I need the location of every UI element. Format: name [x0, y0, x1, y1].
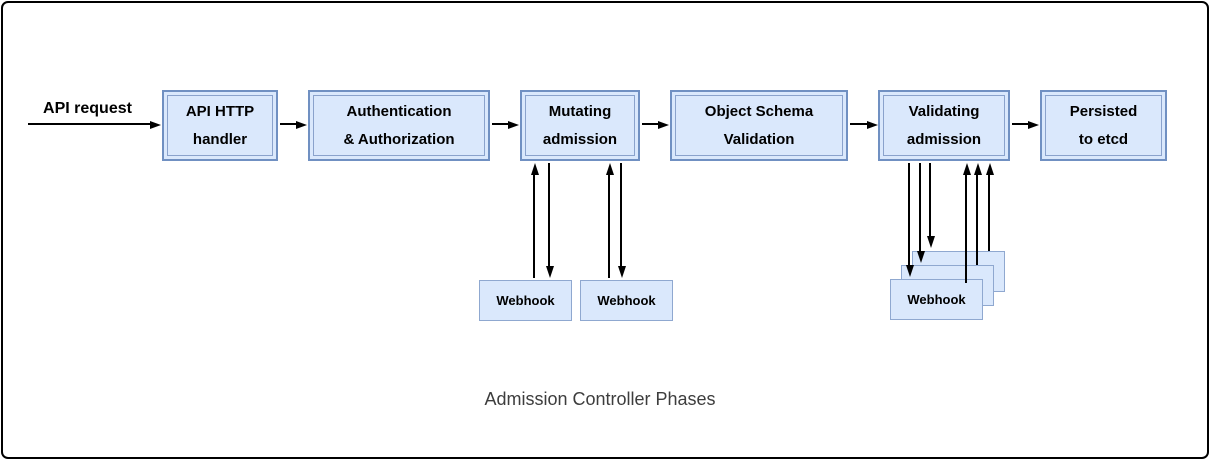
phase-box-persisted-to-etcd: Persisted to etcd — [1040, 90, 1167, 161]
webhook-label: Webhook — [907, 292, 966, 307]
phase-label: API HTTP handler — [185, 102, 255, 148]
diagram-caption: Admission Controller Phases — [484, 389, 716, 409]
phase-box-inner: API HTTP handler — [167, 95, 273, 156]
mutating-webhook2-request-arrow — [618, 163, 626, 278]
phase-label: Object Schema Validation — [704, 102, 814, 148]
phase-box-inner: Object Schema Validation — [675, 95, 843, 156]
validating-webhook-box-front: Webhook — [890, 279, 983, 320]
validating-webhook-response-arrow-2 — [974, 163, 982, 265]
validating-webhook-request-arrow-2 — [917, 163, 925, 263]
phase-label: Validating admission — [906, 102, 982, 148]
mutating-webhook-box-2: Webhook — [580, 280, 673, 321]
validating-webhook-request-arrow-3 — [927, 163, 935, 248]
phase-label: Authentication & Authorization — [343, 102, 455, 148]
phase-box-inner: Mutating admission — [525, 95, 635, 156]
webhook-label: Webhook — [496, 293, 555, 308]
phase-label: Persisted to etcd — [1069, 102, 1138, 148]
phase-box-api-http-handler: API HTTP handler — [162, 90, 278, 161]
webhook-label: Webhook — [597, 293, 656, 308]
phase-box-inner: Validating admission — [883, 95, 1005, 156]
mutating-webhook1-response-arrow — [531, 163, 539, 278]
phase-box-inner: Persisted to etcd — [1045, 95, 1162, 156]
flow-arrow-1 — [280, 121, 307, 129]
phase-box-object-schema-validation: Object Schema Validation — [670, 90, 848, 161]
flow-arrow-2 — [492, 121, 519, 129]
phase-box-authentication-authorization: Authentication & Authorization — [308, 90, 490, 161]
phase-box-inner: Authentication & Authorization — [313, 95, 485, 156]
mutating-webhook-box-1: Webhook — [479, 280, 572, 321]
flow-arrow-5 — [1012, 121, 1039, 129]
api-request-arrow — [28, 121, 161, 129]
flow-arrow-4 — [850, 121, 878, 129]
validating-webhook-response-arrow-1 — [963, 163, 971, 283]
phase-box-validating-admission: Validating admission — [878, 90, 1010, 161]
flow-arrow-3 — [642, 121, 669, 129]
phase-label: Mutating admission — [542, 102, 618, 148]
mutating-webhook2-response-arrow — [606, 163, 614, 278]
mutating-webhook1-request-arrow — [546, 163, 554, 278]
phase-box-mutating-admission: Mutating admission — [520, 90, 640, 161]
validating-webhook-request-arrow-1 — [906, 163, 914, 277]
validating-webhook-response-arrow-3 — [986, 163, 994, 251]
api-request-label: API request — [43, 100, 132, 117]
